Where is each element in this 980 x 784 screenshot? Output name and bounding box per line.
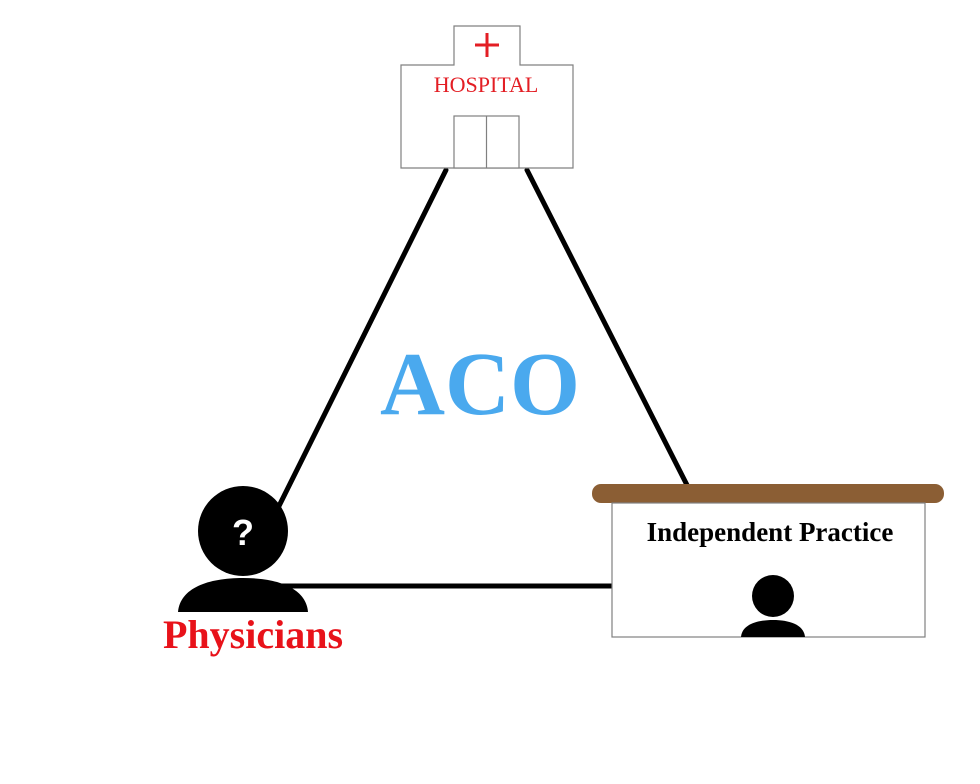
practitioner-avatar-icon: [741, 575, 805, 637]
independent-practice-desk: Independent Practice: [592, 484, 944, 638]
hospital-building: [400, 25, 574, 169]
hospital-cross-icon: [475, 33, 499, 57]
triangle-lines: [259, 167, 691, 589]
independent-practice-label: Independent Practice: [647, 517, 894, 547]
line-hospital-to-physicians: [275, 167, 449, 511]
hospital-icon: HOSPITAL: [400, 25, 574, 169]
desk-top: [592, 484, 944, 503]
physicians-label: Physicians: [163, 612, 343, 657]
physician-shoulders: [178, 578, 308, 612]
aco-label: ACO: [380, 335, 580, 434]
hospital-label: HOSPITAL: [434, 72, 539, 97]
practitioner-shoulders: [741, 620, 805, 637]
practitioner-head: [752, 575, 794, 617]
physician-avatar-icon: ?: [178, 486, 308, 612]
line-hospital-to-practice: [524, 167, 691, 490]
physician-question-mark: ?: [232, 512, 254, 553]
physician-head: [198, 486, 288, 576]
